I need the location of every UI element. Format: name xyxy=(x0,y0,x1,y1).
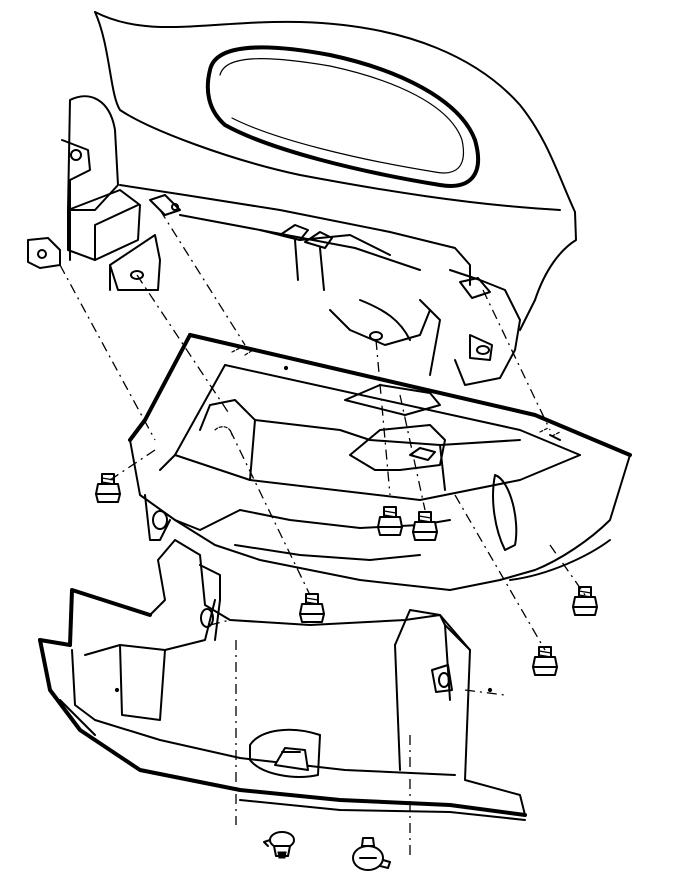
push-pin-icon xyxy=(352,837,391,871)
mounting-bolt xyxy=(95,473,598,676)
instrument-panel-upper-trim xyxy=(27,11,577,386)
push-pin-fastener xyxy=(263,831,391,871)
assembly-guide-lines xyxy=(59,209,586,860)
instrument-panel-lower-trim xyxy=(38,539,527,821)
bolt-icon xyxy=(572,586,598,616)
bolt-icon xyxy=(95,473,121,503)
bolt-icon xyxy=(299,593,325,623)
push-pin-icon xyxy=(263,831,295,859)
bolt-icon xyxy=(377,506,403,536)
bolt-icon xyxy=(412,511,438,541)
glove-box-housing xyxy=(128,333,632,591)
bolt-icon xyxy=(532,646,558,676)
